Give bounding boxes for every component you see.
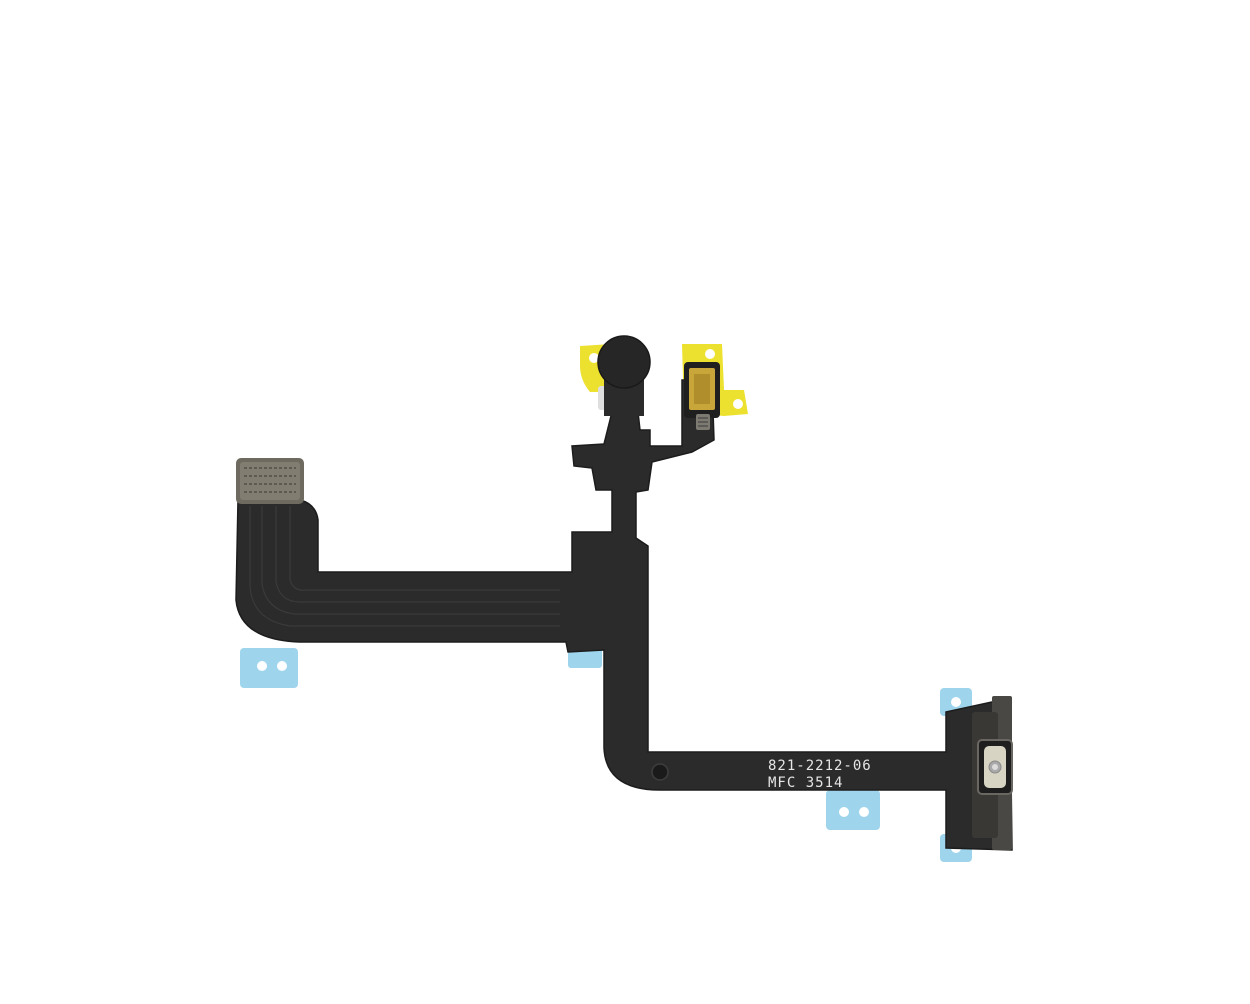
round-stiffener bbox=[597, 335, 651, 416]
via-hole bbox=[651, 763, 669, 781]
lot-code-label: MFC 3514 bbox=[768, 775, 843, 791]
connector-shield bbox=[236, 458, 304, 504]
mounting-tab-bottom bbox=[826, 790, 880, 830]
part-number-label: 821-2212-06 bbox=[768, 758, 872, 774]
microphone-module bbox=[684, 362, 720, 430]
flex-ribbon bbox=[235, 379, 1013, 851]
flex-traces bbox=[249, 506, 560, 627]
mounting-tab-left bbox=[240, 648, 298, 688]
power-switch-button bbox=[984, 746, 1006, 788]
